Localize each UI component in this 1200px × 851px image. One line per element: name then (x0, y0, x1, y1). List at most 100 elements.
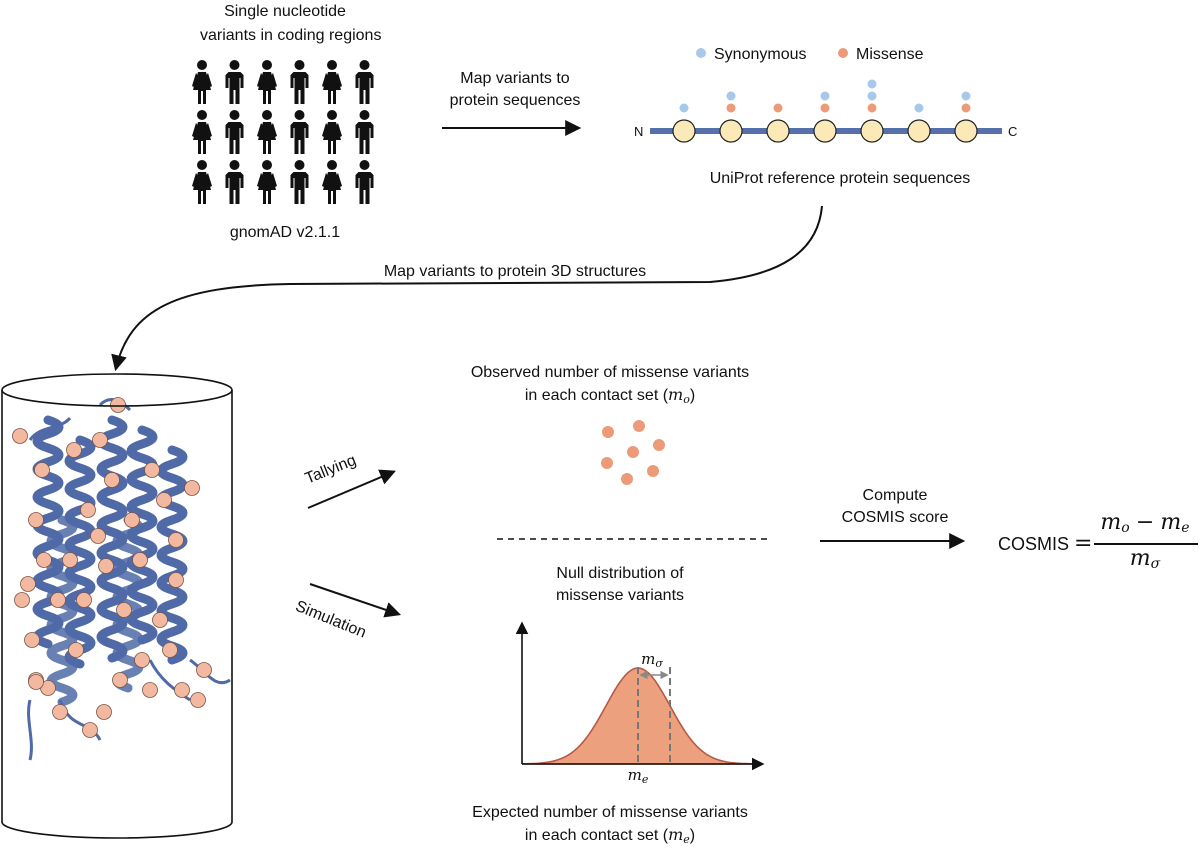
variant-sphere (112, 672, 128, 688)
formula-num-a-sub: o (1121, 520, 1130, 536)
map-sequence-label: Map variants to protein sequences (420, 68, 610, 112)
person-male-icon (225, 160, 244, 204)
formula-num-a: m (1100, 510, 1122, 535)
legend-synonymous: Synonymous (696, 44, 807, 66)
person-arms (192, 123, 212, 137)
person-head (229, 160, 240, 170)
person-female-icon (257, 160, 277, 204)
person-head (294, 110, 305, 120)
variant-sphere (98, 558, 114, 574)
person-arms (192, 73, 212, 87)
person-body (290, 122, 309, 154)
protein-loops (27, 398, 231, 761)
person-body (193, 72, 211, 104)
variant-sphere (152, 612, 168, 628)
formula-num-b-sub: e (1181, 520, 1190, 536)
formula-minus: − (1135, 510, 1155, 535)
expected-symbol: m (668, 825, 684, 844)
person-male-icon (290, 110, 309, 154)
formula-name: COSMIS = (998, 533, 1092, 555)
observed-missense-dot (647, 465, 659, 477)
person-head (262, 110, 272, 120)
person-body (323, 172, 341, 204)
person-arms (322, 73, 342, 87)
expected-line2-suffix: ) (689, 827, 696, 844)
person-male-icon (290, 160, 309, 204)
person-arms (322, 123, 342, 137)
observed-line2-prefix: in each contact set ( (524, 387, 669, 404)
variant-sphere (20, 576, 36, 592)
person-body (290, 72, 309, 104)
gnomad-source-label: gnomAD v2.1.1 (229, 224, 341, 241)
person-body (355, 172, 374, 204)
c-terminus-label: C (1008, 124, 1018, 139)
variant-sphere (24, 632, 40, 648)
person-head (197, 60, 207, 70)
alpha-helix (64, 435, 96, 669)
person-male-icon (290, 60, 309, 104)
formula-name-text: COSMIS (998, 534, 1070, 554)
alpha-helix (156, 445, 188, 665)
population-title: Single nucleotide variants in coding reg… (200, 0, 381, 48)
person-body (258, 72, 276, 104)
person-head (294, 160, 305, 170)
residue-circle (860, 119, 884, 143)
variant-sphere (62, 552, 78, 568)
person-head (359, 160, 370, 170)
compute-line2: COSMIS score (841, 509, 949, 526)
variant-sphere (50, 592, 66, 608)
person-body (355, 72, 374, 104)
person-head (262, 160, 272, 170)
person-head (229, 110, 240, 120)
cylinder-top (1, 373, 233, 407)
person-female-icon (322, 110, 342, 154)
person-head (327, 60, 337, 70)
cylinder-body (1, 390, 233, 839)
formula-den: m (1129, 546, 1151, 571)
person-male-icon (225, 60, 244, 104)
variant-sphere (28, 512, 44, 528)
expected-label: Expected number of missense variants in … (440, 802, 780, 851)
person-head (229, 60, 240, 70)
variant-sphere (162, 642, 178, 658)
protein-structure-model (12, 397, 231, 761)
variant-sphere (116, 602, 132, 618)
person-body (258, 172, 276, 204)
person-head (327, 110, 337, 120)
expected-line1: Expected number of missense variants (472, 804, 748, 821)
variant-sphere (168, 532, 184, 548)
variant-sphere (168, 572, 184, 588)
missense-dot (726, 103, 736, 113)
alpha-helix (46, 515, 78, 707)
variant-sphere (156, 492, 172, 508)
person-head (197, 110, 207, 120)
person-body (258, 122, 276, 154)
synonymous-dot (867, 91, 877, 101)
expected-subscript: e (683, 833, 690, 846)
person-male-icon (355, 60, 374, 104)
variant-sphere (124, 512, 140, 528)
variant-sphere (174, 682, 190, 698)
observed-missense-dot (601, 457, 613, 469)
observed-symbol: m (668, 385, 684, 404)
person-female-icon (322, 60, 342, 104)
uniprot-caption: UniProt reference protein sequences (709, 170, 971, 187)
synonymous-dot (961, 91, 971, 101)
person-female-icon (257, 60, 277, 104)
n-terminus-label: N (634, 124, 644, 139)
variant-sphere (144, 462, 160, 478)
variant-sphere (80, 502, 96, 518)
observed-subscript: o (683, 393, 690, 406)
variant-sphere (190, 692, 206, 708)
person-head (359, 60, 370, 70)
person-male-icon (355, 110, 374, 154)
sigma-label: mσ (632, 648, 672, 675)
distribution-curve (522, 667, 763, 765)
null-distribution-plot (515, 621, 765, 771)
null-distribution-label: Null distribution of missense variants (540, 563, 700, 607)
observed-missense-dot (627, 446, 639, 458)
observed-missense-dot (633, 420, 645, 432)
variant-sphere (196, 662, 212, 678)
variant-sphere (66, 442, 82, 458)
person-head (294, 60, 305, 70)
